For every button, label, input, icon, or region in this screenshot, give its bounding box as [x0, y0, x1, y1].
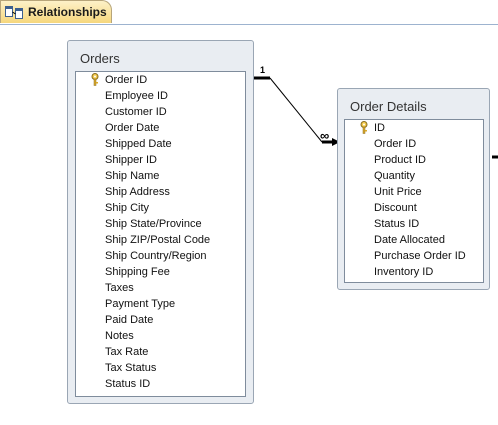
- field-name: Notes: [105, 330, 134, 342]
- field-row[interactable]: Payment Type: [76, 296, 245, 312]
- field-row[interactable]: Order Date: [76, 120, 245, 136]
- order-details-table-title: Order Details: [350, 99, 427, 114]
- field-row[interactable]: Customer ID: [76, 104, 245, 120]
- field-row[interactable]: Shipping Fee: [76, 264, 245, 280]
- field-name: Status ID: [105, 378, 151, 390]
- field-row[interactable]: Inventory ID: [345, 264, 483, 280]
- field-name: Ship Address: [105, 186, 170, 198]
- field-name: Ship State/Province: [105, 218, 202, 230]
- field-row[interactable]: Ship Address: [76, 184, 245, 200]
- orders-field-list[interactable]: Order ID Employee ID Customer ID Order Date…: [75, 71, 246, 397]
- field-name: Discount: [374, 202, 417, 214]
- field-name: Tax Status: [105, 362, 157, 374]
- field-name: Inventory ID: [374, 266, 434, 278]
- field-row[interactable]: Shipped Date: [76, 136, 245, 152]
- field-name: Unit Price: [374, 186, 422, 198]
- field-row[interactable]: Status ID: [76, 376, 245, 392]
- field-name: Employee ID: [105, 90, 168, 102]
- field-row[interactable]: Unit Price: [345, 184, 483, 200]
- field-name: Product ID: [374, 154, 426, 166]
- field-name: Ship ZIP/Postal Code: [105, 234, 211, 246]
- field-row[interactable]: Ship Name: [76, 168, 245, 184]
- field-row[interactable]: Ship City: [76, 200, 245, 216]
- field-row[interactable]: Discount: [345, 200, 483, 216]
- field-row[interactable]: Tax Rate: [76, 344, 245, 360]
- field-row[interactable]: ID: [345, 120, 483, 136]
- tab-relationships[interactable]: Relationships: [0, 0, 112, 23]
- primary-key-icon: [360, 121, 368, 134]
- field-name: Customer ID: [105, 106, 167, 118]
- field-name: Taxes: [105, 282, 134, 294]
- field-name: Order Date: [105, 122, 160, 134]
- orders-table-title: Orders: [80, 51, 120, 66]
- field-row[interactable]: Date Allocated: [345, 232, 483, 248]
- field-name: Ship Name: [105, 170, 160, 182]
- field-name: Purchase Order ID: [374, 250, 466, 262]
- one-side-label: 1: [260, 65, 265, 75]
- field-name: Paid Date: [105, 314, 154, 326]
- field-row[interactable]: Product ID: [345, 152, 483, 168]
- many-side-label: ∞: [320, 128, 329, 143]
- field-name: Quantity: [374, 170, 415, 182]
- field-row[interactable]: Order ID: [345, 136, 483, 152]
- order-details-table-window[interactable]: Order Details ID Order ID Product ID Quanti…: [337, 88, 490, 290]
- field-row[interactable]: Order ID: [76, 72, 245, 88]
- relationships-icon: [5, 6, 23, 19]
- field-name: Ship City: [105, 202, 150, 214]
- primary-key-icon: [91, 73, 99, 86]
- field-name: Order ID: [374, 138, 417, 150]
- field-name: Ship Country/Region: [105, 250, 207, 262]
- field-name: Shipping Fee: [105, 266, 170, 278]
- field-name: Shipper ID: [105, 154, 157, 166]
- field-row[interactable]: Paid Date: [76, 312, 245, 328]
- field-row[interactable]: Shipper ID: [76, 152, 245, 168]
- field-row[interactable]: Notes: [76, 328, 245, 344]
- tab-label: Relationships: [28, 5, 107, 19]
- field-row[interactable]: Purchase Order ID: [345, 248, 483, 264]
- field-row[interactable]: Taxes: [76, 280, 245, 296]
- field-name: ID: [374, 122, 385, 134]
- field-row[interactable]: Quantity: [345, 168, 483, 184]
- field-name: Status ID: [374, 218, 420, 230]
- field-row[interactable]: Status ID: [345, 216, 483, 232]
- field-name: Payment Type: [105, 298, 176, 310]
- field-row[interactable]: Employee ID: [76, 88, 245, 104]
- document-tab-strip: Relationships: [0, 0, 498, 25]
- field-name: Shipped Date: [105, 138, 172, 150]
- field-name: Order ID: [105, 74, 148, 86]
- field-row[interactable]: Tax Status: [76, 360, 245, 376]
- relationship-lines: 1 ∞: [254, 65, 498, 159]
- field-row[interactable]: Ship State/Province: [76, 216, 245, 232]
- field-row[interactable]: Ship ZIP/Postal Code: [76, 232, 245, 248]
- field-row[interactable]: Ship Country/Region: [76, 248, 245, 264]
- field-name: Tax Rate: [105, 346, 149, 358]
- field-name: Date Allocated: [374, 234, 445, 246]
